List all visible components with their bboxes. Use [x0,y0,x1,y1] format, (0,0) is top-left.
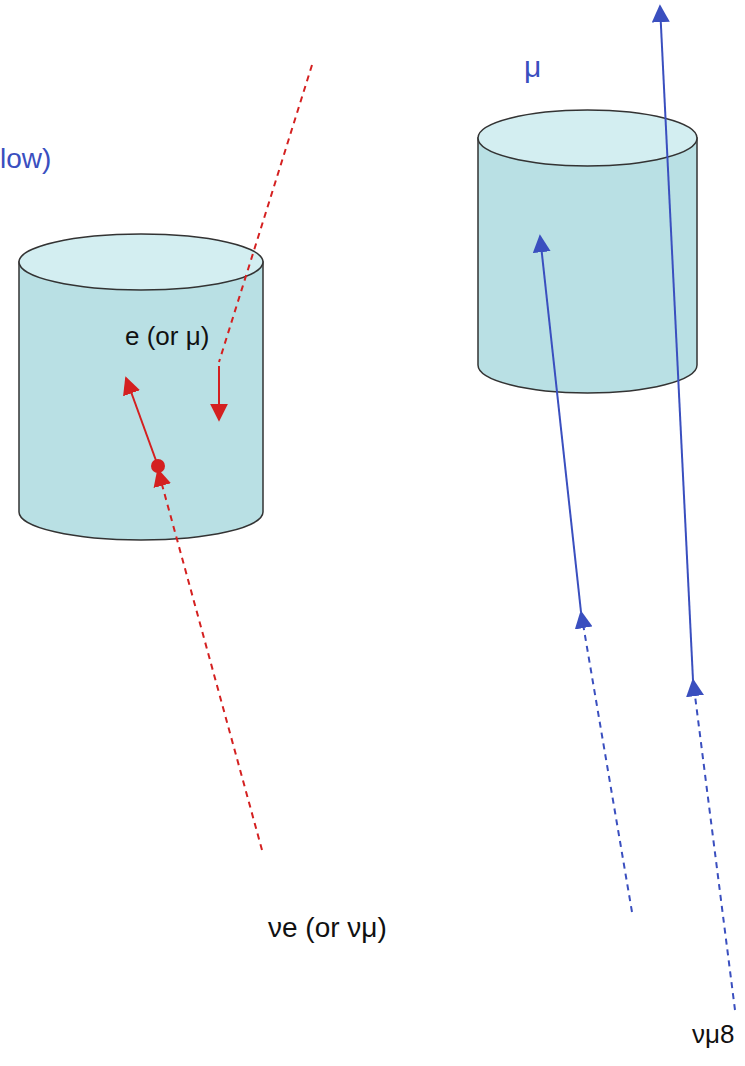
upward-neutrino-track [581,612,632,912]
tank-outline [18,232,264,542]
stopping-lepton-track [218,366,220,420]
right-detector-tank [478,110,697,393]
incoming-neutrino-track [219,65,312,362]
through-going-muon-track [660,6,693,680]
particle-label: νμ8 [692,1020,734,1050]
lepton-track [126,378,158,466]
muon-track [540,236,581,612]
incoming-neutrino-track [158,470,262,850]
particle-label: e (or μ) [125,322,209,352]
interaction-vertex [151,459,165,473]
detector-tank: e (or μ) [18,232,264,542]
tank-body [19,262,263,540]
particle-label: μ [524,50,541,85]
tank-top [19,234,263,290]
particle-label: νe (or νμ) [268,912,387,944]
upward-neutrino-track [693,680,735,1010]
particle-label: low) [0,143,51,175]
